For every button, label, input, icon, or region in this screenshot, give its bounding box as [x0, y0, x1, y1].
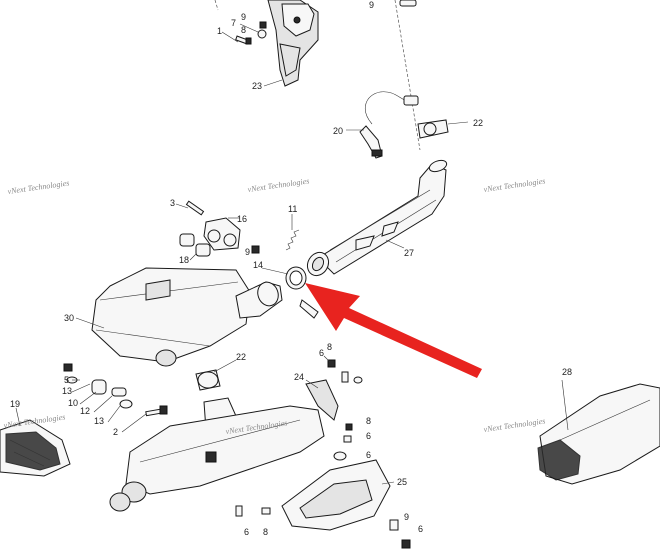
callout-6b: 6 [366, 431, 371, 441]
mount-24 [305, 379, 339, 421]
muffler-30 [91, 267, 283, 367]
bracket-23 [267, 0, 319, 87]
callout-6a: 6 [319, 348, 324, 358]
callout-labels: 1 7 9 8 9 23 20 22 3 16 11 27 18 9 14 30… [10, 0, 572, 537]
callout-30: 30 [64, 313, 74, 323]
watermark-3: vNext Technologies [483, 176, 546, 194]
callout-2: 2 [113, 427, 118, 437]
nut-8-top [259, 21, 267, 29]
fasteners-right-column [235, 359, 411, 549]
highlight-arrow [305, 283, 482, 378]
heat-shield-25 [281, 459, 391, 531]
callout-3: 3 [170, 198, 175, 208]
callout-6e: 6 [418, 524, 423, 534]
callout-22b: 22 [236, 352, 246, 362]
watermark-6: vNext Technologies [483, 416, 546, 434]
lower-muffler [109, 405, 325, 512]
bolt-3 [185, 200, 205, 216]
heat-shield-19 [0, 419, 71, 477]
callout-8c: 8 [366, 416, 371, 426]
bushing-10 [91, 379, 107, 395]
callout-12: 12 [80, 406, 90, 416]
callout-11: 11 [288, 204, 297, 214]
oxygen-sensor-20 [359, 91, 419, 159]
callout-1: 1 [217, 26, 222, 36]
clamp-16 [203, 217, 241, 251]
washer-9-top [257, 29, 267, 39]
sensor-8-small [299, 299, 319, 319]
highlight-arrow-head [305, 283, 482, 378]
callout-28: 28 [562, 367, 572, 377]
rear-exhaust-28 [537, 383, 660, 485]
callout-8d: 8 [263, 527, 268, 537]
bushing-18 [179, 233, 211, 257]
callout-24: 24 [294, 372, 304, 382]
washer-13-b [119, 399, 133, 409]
callout-8: 8 [241, 25, 246, 35]
callout-6c: 6 [366, 450, 371, 460]
clamp-22-lower [195, 369, 221, 391]
callout-18: 18 [179, 255, 189, 265]
watermark-1: vNext Technologies [7, 178, 70, 196]
callout-14: 14 [253, 260, 263, 270]
callout-16: 16 [237, 214, 247, 224]
callout-13a: 13 [62, 386, 72, 396]
callout-6d: 6 [244, 527, 249, 537]
grommet-top [399, 0, 417, 7]
nut-9-mid [251, 245, 260, 254]
callout-13b: 13 [94, 416, 104, 426]
header-pipe-27 [306, 159, 448, 277]
clip-22-top [417, 119, 449, 139]
callout-8b: 8 [327, 342, 332, 352]
callout-27: 27 [404, 248, 414, 258]
leader-lines [15, 23, 569, 485]
callout-9b: 9 [369, 0, 374, 10]
spring-11 [285, 229, 300, 251]
callout-9c: 9 [245, 247, 250, 257]
callout-23: 23 [252, 81, 262, 91]
callout-7: 7 [231, 18, 236, 28]
callout-19: 19 [10, 399, 20, 409]
callout-5: 5 [64, 375, 69, 385]
callout-9: 9 [241, 12, 246, 22]
spacer-12 [111, 387, 127, 397]
callout-10: 10 [68, 398, 78, 408]
bolt-1 [235, 35, 252, 45]
gasket-14 [285, 266, 307, 290]
callout-9d: 9 [404, 512, 409, 522]
watermark-2: vNext Technologies [247, 176, 310, 194]
callout-20: 20 [333, 126, 343, 136]
nut-5 [63, 363, 73, 372]
callout-22a: 22 [473, 118, 483, 128]
watermarks: vNext Technologies vNext Technologies vN… [3, 176, 546, 436]
bolt-2 [145, 405, 168, 417]
callout-25: 25 [397, 477, 407, 487]
